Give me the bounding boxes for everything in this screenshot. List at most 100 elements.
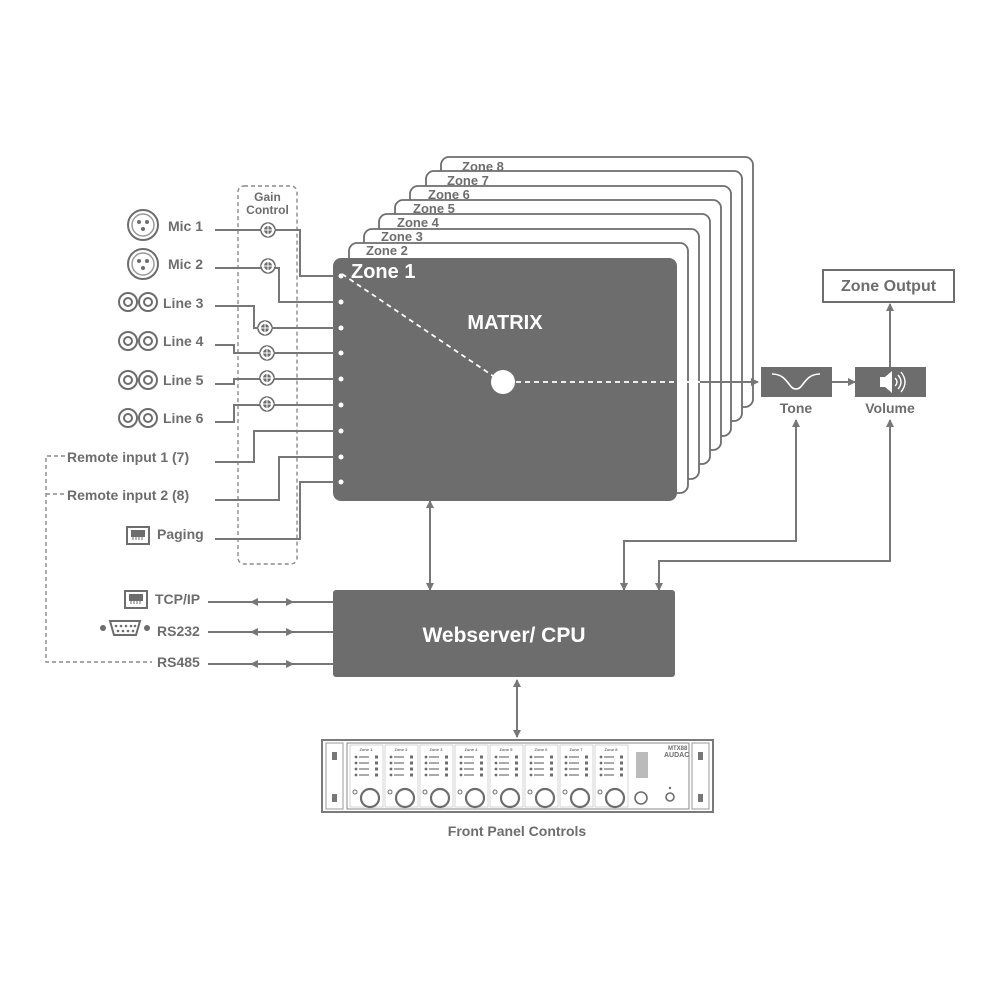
front-panel-led xyxy=(550,773,553,777)
front-panel-button xyxy=(529,761,533,765)
input-label: Line 6 xyxy=(163,410,204,426)
front-panel-button xyxy=(389,761,393,765)
front-panel-button xyxy=(529,755,533,759)
front-panel-button xyxy=(354,767,358,771)
front-panel-channel: Zone 3 xyxy=(419,744,454,809)
front-panel-led xyxy=(480,767,483,771)
remote-input-2-label: Remote input 2 (8) xyxy=(67,487,189,503)
front-panel-channel: Zone 4 xyxy=(454,744,489,809)
front-panel-led xyxy=(480,755,483,759)
gain-knob-icon xyxy=(260,258,276,274)
front-panel-button xyxy=(599,755,603,759)
xlr-connector-icon xyxy=(127,209,159,241)
front-panel-knob-icon xyxy=(604,787,626,809)
zone-5-label: Zone 5 xyxy=(413,201,455,216)
front-panel-led xyxy=(410,761,413,765)
front-panel-channel: Zone 1 xyxy=(349,744,384,809)
front-panel-button xyxy=(564,755,568,759)
front-panel-button xyxy=(599,761,603,765)
front-panel-zone-label: Zone 4 xyxy=(465,747,479,752)
front-panel-led xyxy=(550,755,553,759)
front-panel-knob-icon xyxy=(464,787,486,809)
rca-connector-icon xyxy=(118,292,158,312)
cpu-label: Webserver/ CPU xyxy=(422,624,585,647)
cpu-block: Webserver/ CPU xyxy=(333,590,675,677)
front-panel-channel: Zone 7 xyxy=(559,744,594,809)
front-panel-led xyxy=(480,761,483,765)
control-ports: TCP/IP RS232 RS485 xyxy=(100,590,333,670)
front-panel-knob-icon xyxy=(359,787,381,809)
gain-knob-icon xyxy=(257,320,273,336)
zone-4-label: Zone 4 xyxy=(397,215,440,230)
front-panel-button xyxy=(354,773,358,777)
front-panel-led xyxy=(375,761,378,765)
input-paging: Paging xyxy=(126,526,204,545)
front-panel-button xyxy=(459,767,463,771)
front-panel-button xyxy=(354,755,358,759)
gain-knob-icon xyxy=(259,396,275,412)
remote-dashed-bus xyxy=(45,455,152,663)
port-label: RS232 xyxy=(157,623,200,639)
front-panel-led xyxy=(375,773,378,777)
gain-knob-icon xyxy=(260,222,276,238)
front-panel-knob-icon xyxy=(499,787,521,809)
front-panel-button xyxy=(494,761,498,765)
front-panel-button xyxy=(424,773,428,777)
front-panel-led xyxy=(445,767,448,771)
matrix-crosspoint xyxy=(491,370,515,394)
front-panel-button xyxy=(424,755,428,759)
zone-6-label: Zone 6 xyxy=(428,187,470,202)
matrix-label: MATRIX xyxy=(467,312,543,334)
db9-connector-icon xyxy=(100,620,150,636)
rj45-connector-icon xyxy=(124,590,148,609)
front-panel-led xyxy=(620,773,623,777)
front-panel-knob-icon xyxy=(429,787,451,809)
front-panel-button xyxy=(389,755,393,759)
front-panel-led xyxy=(620,767,623,771)
front-panel-button xyxy=(529,767,533,771)
front-panel-led xyxy=(550,767,553,771)
front-panel-channel: Zone 6 xyxy=(524,744,559,809)
front-panel-led xyxy=(585,761,588,765)
front-panel-zone-label: Zone 7 xyxy=(570,747,584,752)
input-mic-1: Mic 1 xyxy=(127,209,203,241)
front-panel-button xyxy=(564,773,568,777)
tone-curve-icon xyxy=(771,373,821,390)
front-panel-button xyxy=(564,761,568,765)
rca-connector-icon xyxy=(118,370,158,390)
input-line-5: Line 5 xyxy=(118,370,204,390)
front-panel-button xyxy=(494,767,498,771)
rj45-connector-icon xyxy=(126,526,150,545)
front-panel-caption: Front Panel Controls xyxy=(448,823,587,839)
front-panel-zone-label: Zone 1 xyxy=(360,747,374,752)
zone-7-label: Zone 7 xyxy=(447,173,489,188)
front-panel-led xyxy=(375,767,378,771)
front-panel-zone-label: Zone 3 xyxy=(430,747,444,752)
front-panel-led xyxy=(550,761,553,765)
front-panel-button xyxy=(599,767,603,771)
front-panel-button xyxy=(389,773,393,777)
input-label: Mic 2 xyxy=(168,256,203,272)
front-panel-button xyxy=(494,755,498,759)
input-line-6: Line 6 xyxy=(118,408,204,428)
port-label: TCP/IP xyxy=(155,591,200,607)
front-panel-vent xyxy=(636,752,648,778)
front-panel-zone-label: Zone 8 xyxy=(605,747,619,752)
front-panel-button xyxy=(389,767,393,771)
front-panel-button xyxy=(494,773,498,777)
front-panel-channel: Zone 2 xyxy=(384,744,419,809)
volume-label: Volume xyxy=(865,400,915,416)
control-label: Control xyxy=(246,203,289,217)
front-panel-button xyxy=(459,755,463,759)
rca-connector-icon xyxy=(118,331,158,351)
tone-block: Tone xyxy=(761,367,832,416)
input-line-4: Line 4 xyxy=(118,331,204,351)
inputs: Mic 1 Mic 2 Line 3 Line 4 xyxy=(67,209,204,545)
front-panel-led xyxy=(375,755,378,759)
input-wires xyxy=(215,229,334,540)
front-panel-model: MTX88 xyxy=(668,746,688,752)
front-panel-zone-label: Zone 6 xyxy=(535,747,549,752)
remote-input-1-label: Remote input 1 (7) xyxy=(67,449,189,465)
